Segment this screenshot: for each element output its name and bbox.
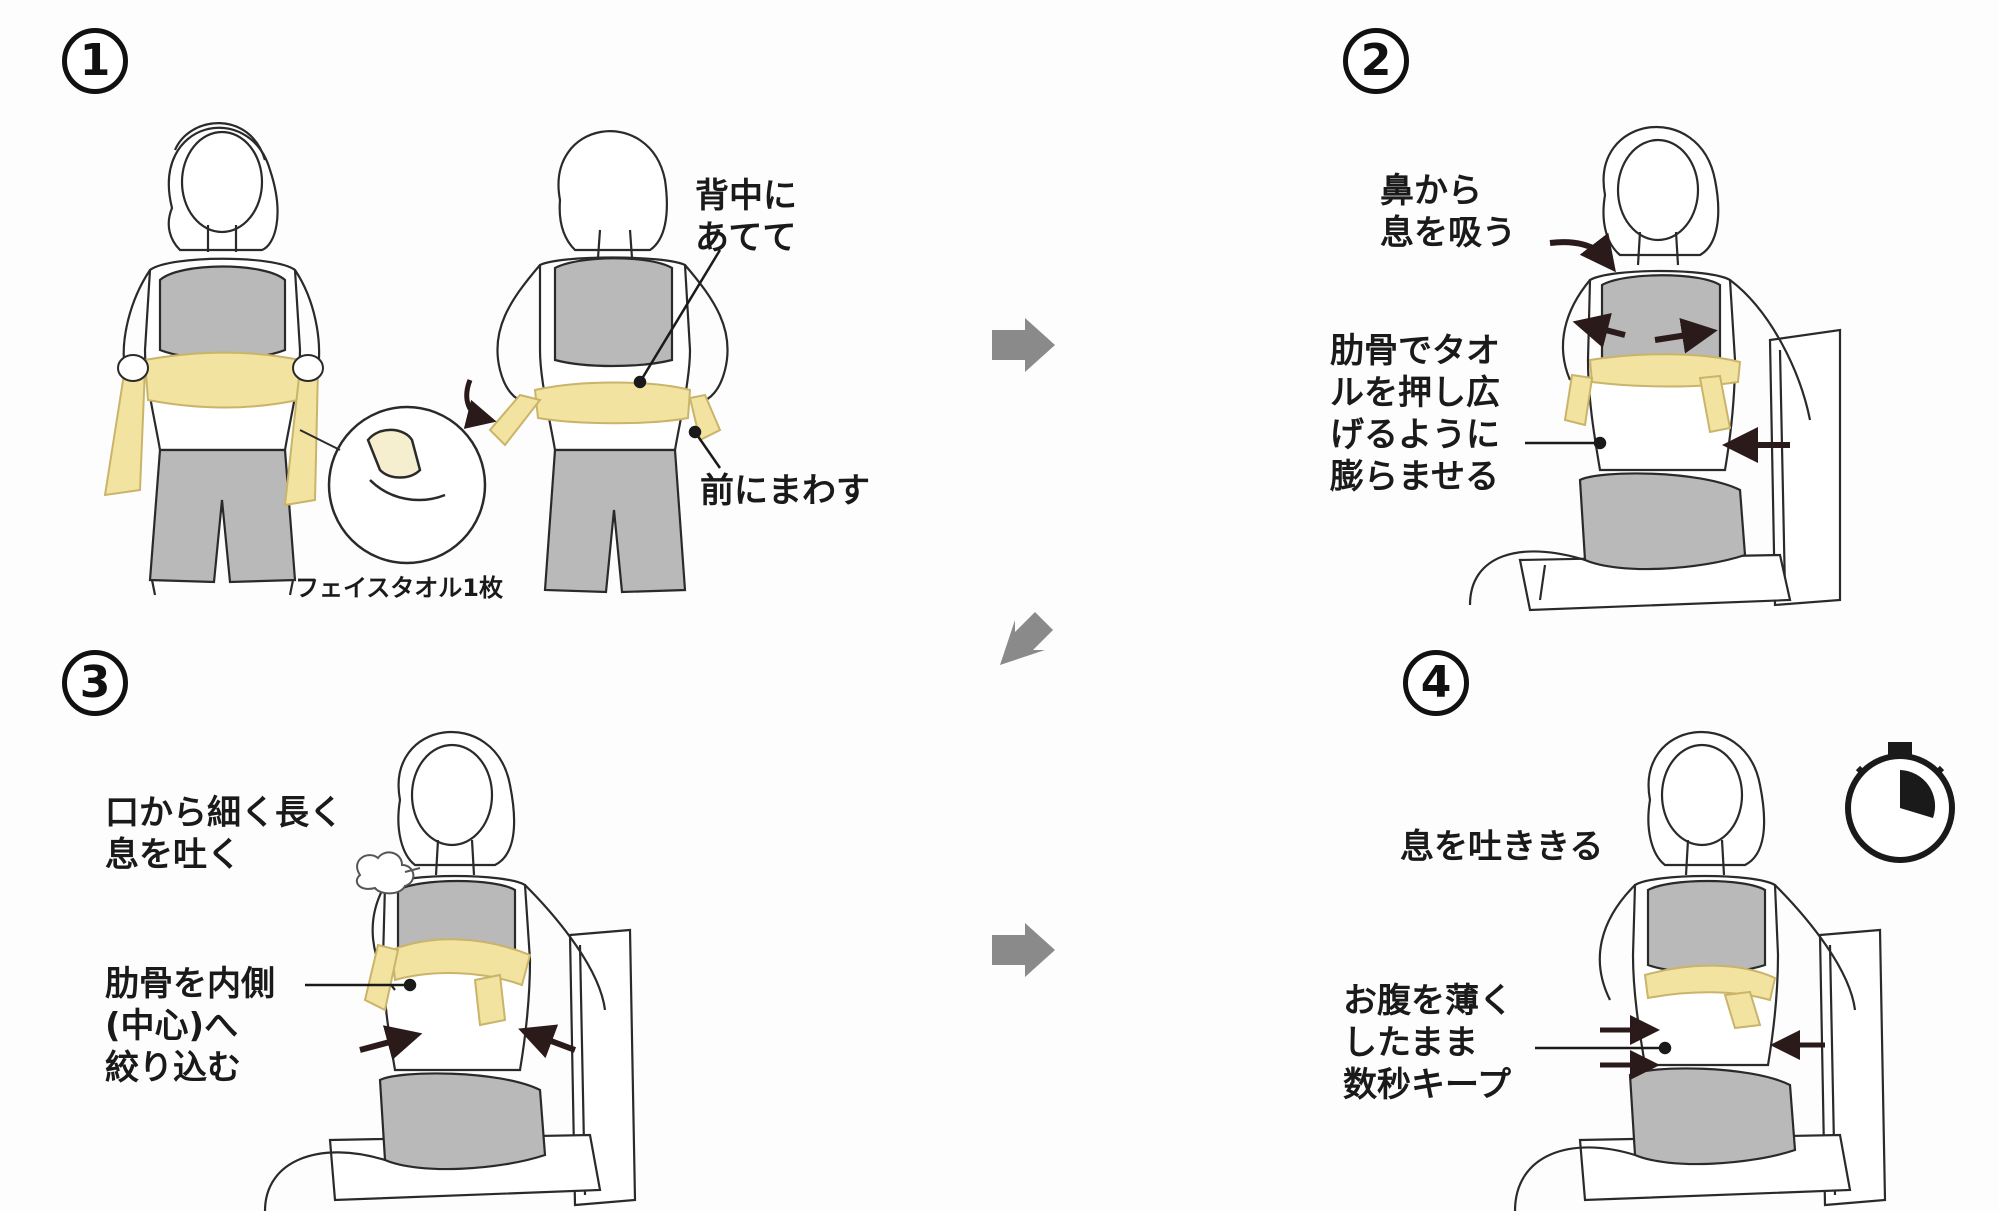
step3-body-arrows <box>359 1024 577 1061</box>
magnifier-circle-icon <box>299 405 487 565</box>
inhale-line-1: 鼻から <box>1380 171 1482 211</box>
back-instruction-line-1: 背中に <box>695 176 797 216</box>
exhale-fully-instruction: 息を吐ききる <box>1400 827 1604 867</box>
step1-hands <box>117 354 324 382</box>
keep-line-1: お腹を薄く <box>1343 981 1513 1021</box>
step-number-3: 3 <box>62 650 128 716</box>
back-instruction-line-2: あてて <box>695 218 797 258</box>
step2-figure <box>1468 125 1812 606</box>
step2-body-arrows <box>1549 232 1790 463</box>
inhale-line-2: 息を吸う <box>1380 213 1516 253</box>
flow-arrow-icon <box>992 318 1058 977</box>
inhale-instruction: 鼻から 息を吸う <box>1380 170 1516 254</box>
step2-chair <box>1518 328 1842 612</box>
keep-line-3: 数秒キープ <box>1343 1065 1511 1105</box>
stopwatch-icon <box>1845 742 1955 863</box>
exhale-line-1: 口から細く長く <box>105 793 343 833</box>
step1-back-figure <box>496 130 729 594</box>
step4-body-arrows <box>1600 1015 1825 1080</box>
step3-pointer <box>305 978 417 992</box>
breath-puff-icon <box>355 851 421 895</box>
squeeze-line-3: 絞り込む <box>105 1048 241 1088</box>
step1-pointers <box>633 249 722 469</box>
rib-line-1: 肋骨でタオ <box>1330 331 1500 371</box>
towel-label: フェイスタオル1枚 <box>295 574 503 602</box>
step4-towel <box>1643 964 1777 1030</box>
squeeze-instruction: 肋骨を内側 (中心)へ 絞り込む <box>105 963 275 1089</box>
step-number-2: 2 <box>1343 28 1409 94</box>
rib-line-4: 膨らませる <box>1330 457 1499 497</box>
step-number-4: 4 <box>1403 650 1469 716</box>
step1-curve-arrow <box>463 379 497 429</box>
rib-line-2: ルを押し広 <box>1330 373 1500 413</box>
keep-instruction: お腹を薄く したまま 数秒キープ <box>1343 980 1513 1106</box>
step3-towel <box>363 938 532 1027</box>
keep-line-2: したまま <box>1343 1023 1478 1063</box>
step4-pointer <box>1535 1041 1672 1055</box>
rib-line-3: げるように <box>1330 415 1500 455</box>
step2-pointer <box>1525 436 1607 450</box>
exhale-instruction: 口から細く長く 息を吐く <box>105 792 343 876</box>
rib-expand-instruction: 肋骨でタオ ルを押し広 げるように 膨らませる <box>1330 330 1500 498</box>
step2-towel <box>1563 353 1742 434</box>
step-number-1: 1 <box>62 28 128 94</box>
squeeze-line-2: (中心)へ <box>105 1006 239 1046</box>
flow-arrow-3-to-4 <box>992 923 1055 977</box>
back-instruction: 背中に あてて <box>695 175 797 259</box>
flow-arrow-1-to-2 <box>992 318 1055 372</box>
front-instruction: 前にまわす <box>700 471 870 511</box>
squeeze-line-1: 肋骨を内側 <box>105 964 275 1004</box>
exhale-line-2: 息を吐く <box>105 835 241 875</box>
flow-arrow-2-to-3 <box>1000 612 1058 665</box>
